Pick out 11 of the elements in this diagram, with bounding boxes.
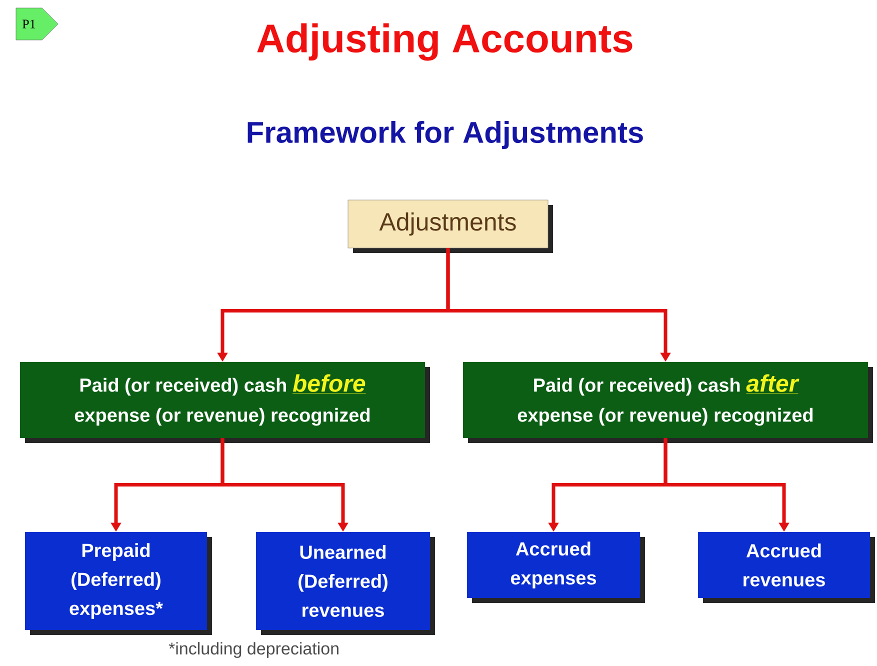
section-tag: P1 xyxy=(16,8,58,40)
account-box: Accrued revenues xyxy=(698,532,876,603)
category-box: Paid (or received) cash after expense (or revenue) recognized xyxy=(463,362,874,443)
account-box: Unearned (Deferred) revenues xyxy=(256,532,435,635)
title: Adjusting Accounts xyxy=(257,23,632,61)
subtitle: Framework for Adjustments xyxy=(248,121,643,149)
footnote: *including depreciation xyxy=(168,642,338,658)
account-box: Prepaid (Deferred) expenses* xyxy=(25,532,212,635)
root-box: Adjustments xyxy=(348,200,553,253)
category-box: Paid (or received) cash before expense (or revenue) recognized xyxy=(20,362,430,443)
account-box: Accrued expenses xyxy=(467,532,645,603)
